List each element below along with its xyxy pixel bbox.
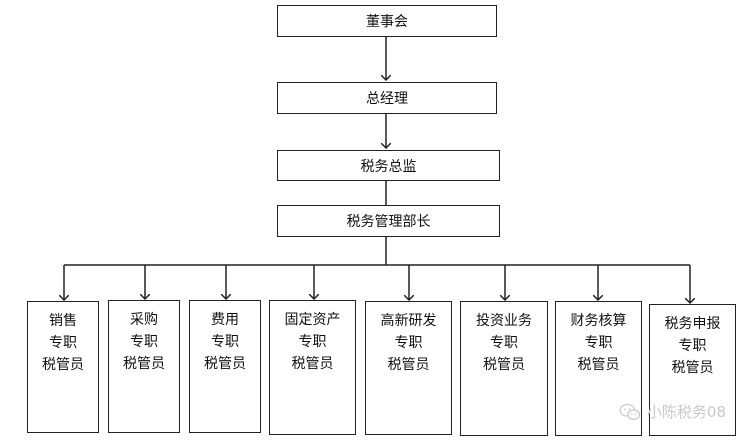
leaf-line-2: 专职 xyxy=(298,334,327,350)
leaf-accounting: 财务核算 专职 税管员 xyxy=(555,301,642,436)
leaf-line-1: 税务申报 xyxy=(664,316,721,332)
leaf-line-2: 专职 xyxy=(394,335,423,351)
leaf-line-2: 专职 xyxy=(49,335,77,351)
node-board: 董事会 xyxy=(277,5,497,37)
leaf-purchasing: 采购 专职 税管员 xyxy=(108,300,180,433)
leaf-investment: 投资业务 专职 税管员 xyxy=(460,301,548,436)
leaf-line-1: 高新研发 xyxy=(380,313,437,329)
leaf-line-2: 专职 xyxy=(584,335,613,351)
leaf-line-3: 税管员 xyxy=(483,357,525,373)
leaf-line-2: 专职 xyxy=(211,334,239,350)
leaf-expenses: 费用 专职 税管员 xyxy=(189,300,261,433)
leaf-tax-filing: 税务申报 专职 税管员 xyxy=(649,304,736,436)
leaf-line-3: 税管员 xyxy=(291,356,334,372)
wechat-icon xyxy=(619,403,640,420)
leaf-line-1: 采购 xyxy=(130,312,158,328)
leaf-line-1: 固定资产 xyxy=(284,312,341,328)
leaf-line-1: 销售 xyxy=(49,313,77,329)
leaf-line-3: 税管员 xyxy=(577,357,620,373)
leaf-line-1: 投资业务 xyxy=(476,313,532,329)
leaf-line-1: 费用 xyxy=(211,312,239,328)
leaf-line-3: 税管员 xyxy=(387,357,430,373)
leaf-line-3: 税管员 xyxy=(123,356,165,372)
leaf-line-2: 专职 xyxy=(130,334,158,350)
node-tax-department-head: 税务管理部长 xyxy=(277,205,500,237)
leaf-line-2: 专职 xyxy=(678,338,707,354)
node-tax-director: 税务总监 xyxy=(277,150,500,181)
leaf-sales: 销售 专职 税管员 xyxy=(27,301,99,433)
leaf-line-3: 税管员 xyxy=(42,357,84,373)
leaf-high-tech-rd: 高新研发 专职 税管员 xyxy=(365,301,452,435)
leaf-fixed-assets: 固定资产 专职 税管员 xyxy=(269,300,356,435)
watermark-text: 小陈税务08 xyxy=(646,403,726,421)
watermark: 小陈税务08 xyxy=(619,401,726,422)
leaf-line-3: 税管员 xyxy=(671,360,714,376)
leaf-line-3: 税管员 xyxy=(204,356,246,372)
leaf-line-1: 财务核算 xyxy=(570,313,627,329)
node-general-manager: 总经理 xyxy=(277,82,497,114)
leaf-line-2: 专职 xyxy=(490,335,518,351)
